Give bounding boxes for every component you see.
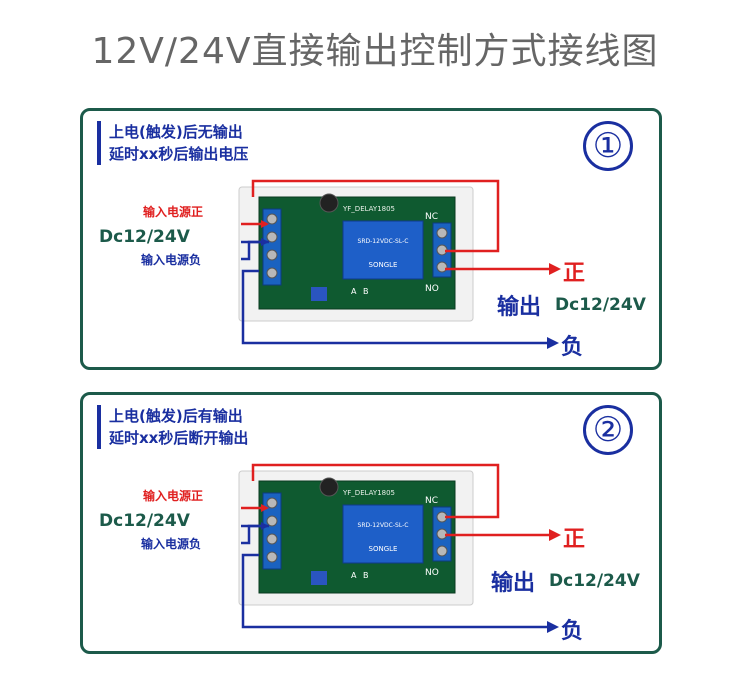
nc-marking: NC xyxy=(425,496,438,506)
page-title: 12V/24V直接输出控制方式接线图 xyxy=(91,31,659,72)
terminal-screw xyxy=(266,249,278,261)
input-negative-lead xyxy=(241,524,269,545)
terminal-screw xyxy=(266,533,278,545)
output-negative-label: 负 xyxy=(561,619,584,644)
wiring-diagram: YF_DELAY1805 NC NO A B SRD-12VDC-SL-C SO… xyxy=(238,463,561,633)
input-positive-label: 输入电源正 xyxy=(143,489,204,503)
arrow-icon xyxy=(261,504,269,512)
no-marking: NO xyxy=(425,284,439,294)
terminal-screw xyxy=(266,213,278,225)
input-negative-lead xyxy=(241,240,269,261)
terminal-screw xyxy=(266,515,278,527)
arrow-icon xyxy=(547,621,559,633)
panel-description: 上电(触发)后有输出 延时xx秒后断开输出 xyxy=(97,405,248,449)
input-negative-label: 输入电源负 xyxy=(141,537,202,551)
b-marking: B xyxy=(363,571,369,580)
b-marking: B xyxy=(363,287,369,296)
output-positive-label: 正 xyxy=(563,261,586,286)
panel-description: 上电(触发)后无输出 延时xx秒后输出电压 xyxy=(97,121,248,165)
arrow-icon xyxy=(549,263,561,275)
terminal-screw xyxy=(266,497,278,509)
input-negative-label: 输入电源负 xyxy=(141,253,202,267)
terminal-screw xyxy=(436,227,448,239)
relay-model-text: SRD-12VDC-SL-C xyxy=(358,522,409,529)
relay xyxy=(342,504,424,564)
wiring-panel-2: 上电(触发)后有输出 延时xx秒后断开输出 ② YF_DELAY1805 NC … xyxy=(80,392,662,654)
output-voltage-label: Dc12/24V xyxy=(549,571,640,591)
output-negative-wire xyxy=(241,269,549,345)
relay xyxy=(342,220,424,280)
description-line-2: 延时xx秒后输出电压 xyxy=(109,145,249,163)
description-line-1: 上电(触发)后无输出 xyxy=(109,123,243,141)
board-model-text: YF_DELAY1805 xyxy=(342,205,395,213)
description-line-1: 上电(触发)后有输出 xyxy=(109,407,243,425)
nc-marking: NC xyxy=(425,212,438,222)
output-positive-jumper xyxy=(251,179,500,253)
output-voltage-label: Dc12/24V xyxy=(555,295,646,315)
wiring-diagram: YF_DELAY1805 NC NO A B SRD-12VDC-SL-C SO… xyxy=(238,179,561,349)
relay-brand-text: SONGLE xyxy=(369,545,398,553)
wiring-panel-1: 上电(触发)后无输出 延时xx秒后输出电压 ① YF_DELAY1805 NC … xyxy=(80,108,662,370)
terminal-screw xyxy=(436,261,448,273)
no-marking: NO xyxy=(425,568,439,578)
input-terminal-block xyxy=(262,492,282,570)
input-positive-label: 输入电源正 xyxy=(143,205,204,219)
relay-model-text: SRD-12VDC-SL-C xyxy=(358,238,409,245)
a-marking: A xyxy=(351,287,357,296)
a-marking: A xyxy=(351,571,357,580)
output-label: 输出 xyxy=(497,295,542,320)
relay-brand-text: SONGLE xyxy=(369,261,398,269)
terminal-screw xyxy=(266,551,278,563)
output-negative-wire xyxy=(241,553,549,629)
arrow-icon xyxy=(549,529,561,541)
output-label: 输出 xyxy=(491,571,536,596)
input-terminal-block xyxy=(262,208,282,286)
output-positive-jumper xyxy=(251,463,500,519)
panel-number: ① xyxy=(583,121,633,171)
output-positive-label: 正 xyxy=(563,527,586,552)
arrow-icon xyxy=(261,220,269,228)
description-line-2: 延时xx秒后断开输出 xyxy=(109,429,249,447)
panel-number: ② xyxy=(583,405,633,455)
terminal-screw xyxy=(436,545,448,557)
potentiometer xyxy=(311,287,327,301)
board-model-text: YF_DELAY1805 xyxy=(342,489,395,497)
potentiometer xyxy=(311,571,327,585)
arrow-icon xyxy=(547,337,559,349)
capacitor xyxy=(319,193,339,213)
capacitor xyxy=(319,477,339,497)
input-voltage-label: Dc12/24V xyxy=(99,227,190,247)
output-negative-label: 负 xyxy=(561,335,584,360)
input-voltage-label: Dc12/24V xyxy=(99,511,190,531)
terminal-screw xyxy=(266,231,278,243)
terminal-screw xyxy=(266,267,278,279)
